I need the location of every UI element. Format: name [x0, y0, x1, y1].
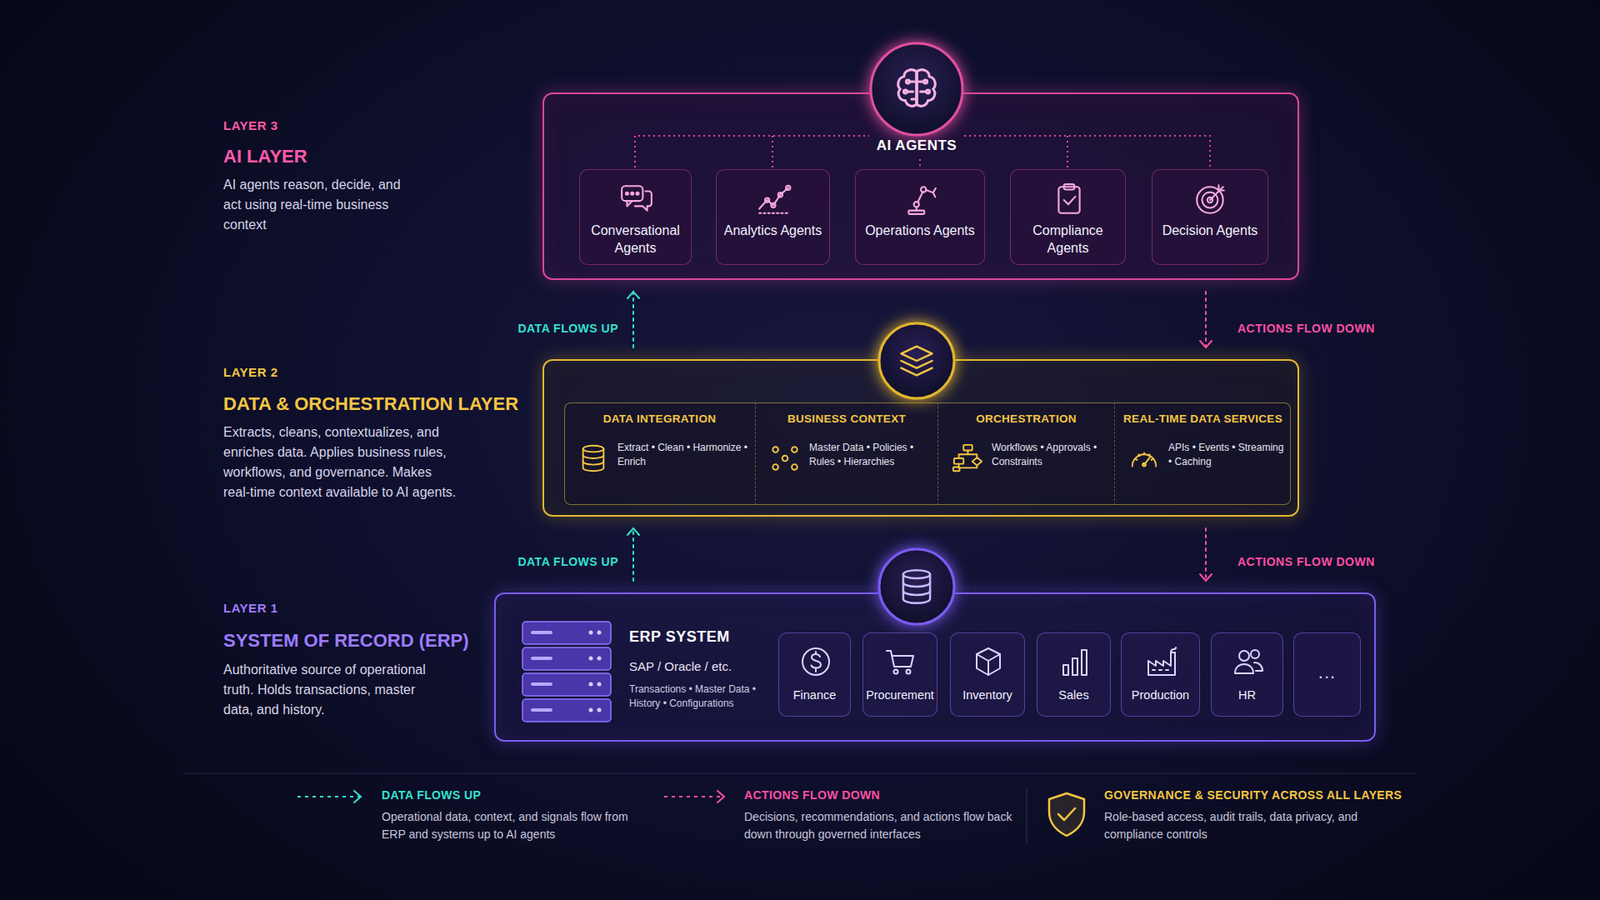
flow-connector	[627, 291, 640, 348]
icon	[1193, 181, 1229, 217]
icon	[577, 442, 610, 475]
node-text: Decision Agents	[1157, 221, 1263, 240]
module-box: Procurement	[862, 632, 938, 717]
legend-title: GOVERNANCE & SECURITY ACROSS ALL LAYERS	[1104, 788, 1402, 802]
node-text: SAP / Oracle / etc.	[629, 659, 732, 674]
node-text: ORCHESTRATION	[941, 412, 1111, 425]
node-text: DATA & ORCHESTRATION LAYER	[223, 393, 519, 415]
layer-badge	[874, 544, 960, 630]
icon	[799, 645, 833, 679]
layer-section: BUSINESS CONTEXT Master Data • Policies •…	[755, 402, 938, 505]
node-text: ERP SYSTEM	[629, 628, 730, 646]
module-box: Production	[1120, 632, 1200, 717]
legend-title: DATA FLOWS UP	[381, 788, 481, 802]
divider-line	[183, 773, 1417, 775]
node-text: HR	[1214, 688, 1280, 702]
layer-section: DATA INTEGRATION Extract • Clean • Harmon…	[564, 402, 755, 505]
flow-label: DATA FLOWS UP	[517, 321, 619, 335]
module-box: Finance	[778, 632, 851, 717]
icon	[884, 645, 918, 679]
agent-box: Operations Agents	[855, 169, 985, 265]
node-text: LAYER 1	[223, 600, 278, 615]
node-text: AI AGENTS	[791, 137, 1042, 155]
node-text: AI LAYER	[223, 145, 308, 168]
icon	[1051, 181, 1087, 217]
icon	[769, 442, 801, 475]
module-box: ...	[1293, 632, 1361, 717]
node-text: BUSINESS CONTEXT	[759, 412, 935, 425]
node-text: REAL-TIME DATA SERVICES	[1118, 412, 1288, 425]
agent-box: Analytics Agents	[715, 169, 830, 265]
layer-badge	[874, 318, 960, 404]
flow-connector	[1200, 291, 1212, 348]
node-text: ...	[1296, 661, 1358, 684]
module-box: Sales	[1036, 632, 1111, 717]
node-text: Operations Agents	[860, 221, 980, 240]
layer-badge	[865, 38, 968, 140]
icon	[951, 442, 984, 475]
node-text: LAYER 2	[223, 365, 278, 380]
flow-connector	[1200, 528, 1212, 581]
icon	[619, 181, 655, 217]
action-flow-sample	[664, 790, 725, 803]
icon	[971, 645, 1005, 679]
node-text: LAYER 3	[223, 118, 278, 133]
legend-description: Role-based access, audit trails, data pr…	[1104, 808, 1380, 844]
module-box: Inventory	[950, 632, 1025, 717]
orchestration-layer-panel: LAYER 2DATA & ORCHESTRATION LAYERExtract…	[542, 359, 1300, 517]
legend-description: Decisions, recommendations, and actions …	[744, 808, 1015, 844]
flow-label: DATA FLOWS UP	[517, 555, 619, 569]
flow-label: ACTIONS FLOW DOWN	[1237, 555, 1375, 569]
node-text: SYSTEM OF RECORD (ERP)	[223, 630, 470, 652]
node-text: Workflows • Approvals • Constraints	[991, 440, 1108, 470]
node-text: Transactions • Master Data • History • C…	[629, 682, 773, 711]
node-text: DATA INTEGRATION	[567, 412, 752, 425]
icon	[1058, 645, 1092, 679]
icon	[1231, 645, 1265, 679]
node-text: AI agents reason, decide, and act using …	[223, 175, 415, 235]
node-text: Procurement	[865, 688, 935, 702]
node-text: Extract • Clean • Harmonize • Enrich	[617, 440, 749, 470]
layer-section: REAL-TIME DATA SERVICES APIs • Events • S…	[1114, 402, 1291, 505]
layer-section: ORCHESTRATION Workflows • Approvals • Con…	[937, 402, 1115, 505]
icon	[1128, 442, 1160, 475]
module-box: HR	[1210, 632, 1284, 717]
agent-box: Conversational Agents	[579, 169, 692, 265]
erp-layer-panel: LAYER 1SYSTEM OF RECORD (ERP)Authoritati…	[494, 592, 1376, 742]
shield-symbol	[1049, 793, 1085, 836]
flow-connector	[627, 528, 640, 581]
node-text: Compliance Agents	[1015, 221, 1120, 257]
flow-label: ACTIONS FLOW DOWN	[1237, 321, 1375, 335]
data-flow-sample	[297, 790, 361, 803]
legend-title: ACTIONS FLOW DOWN	[744, 788, 880, 802]
node-text: Inventory	[953, 688, 1022, 702]
node-text: Conversational Agents	[585, 221, 686, 257]
node-text: Production	[1124, 688, 1197, 702]
node-text: Sales	[1040, 688, 1108, 702]
icon	[1145, 645, 1179, 679]
agent-box: Compliance Agents	[1010, 169, 1126, 265]
icon	[903, 181, 939, 217]
node-text: Finance	[781, 688, 848, 702]
node-text: Extracts, cleans, contextualizes, and en…	[223, 422, 461, 503]
node-text: Authoritative source of operational trut…	[223, 660, 447, 720]
node-text: APIs • Events • Streaming • Caching	[1168, 440, 1285, 470]
server-stack	[519, 618, 615, 728]
legend-description: Operational data, context, and signals f…	[381, 808, 645, 844]
agent-box: Decision Agents	[1151, 169, 1269, 265]
ai-layer-panel: LAYER 3AI LAYERAI agents reason, decide,…	[542, 92, 1300, 280]
icon	[756, 181, 792, 217]
node-text: Analytics Agents	[721, 221, 825, 240]
divider-line	[1026, 788, 1028, 844]
node-text: Master Data • Policies • Rules • Hierarc…	[809, 440, 931, 470]
